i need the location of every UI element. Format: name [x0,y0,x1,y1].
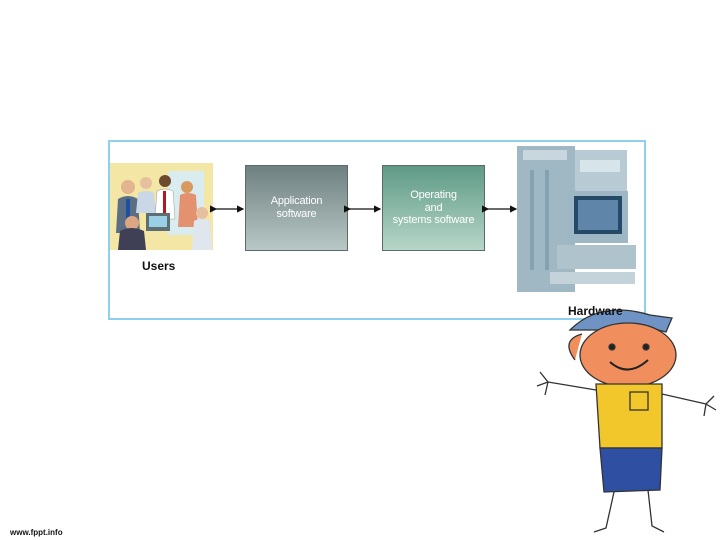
hardware-label: Hardware [568,304,623,318]
footer-site: www.fppt.info [10,528,63,537]
operating-systems-software-box: Operating and systems software [382,165,485,251]
application-software-box: Application software [245,165,348,251]
cartoon-boy-illustration [536,309,717,533]
users-illustration [110,163,213,250]
users-label: Users [142,259,176,273]
